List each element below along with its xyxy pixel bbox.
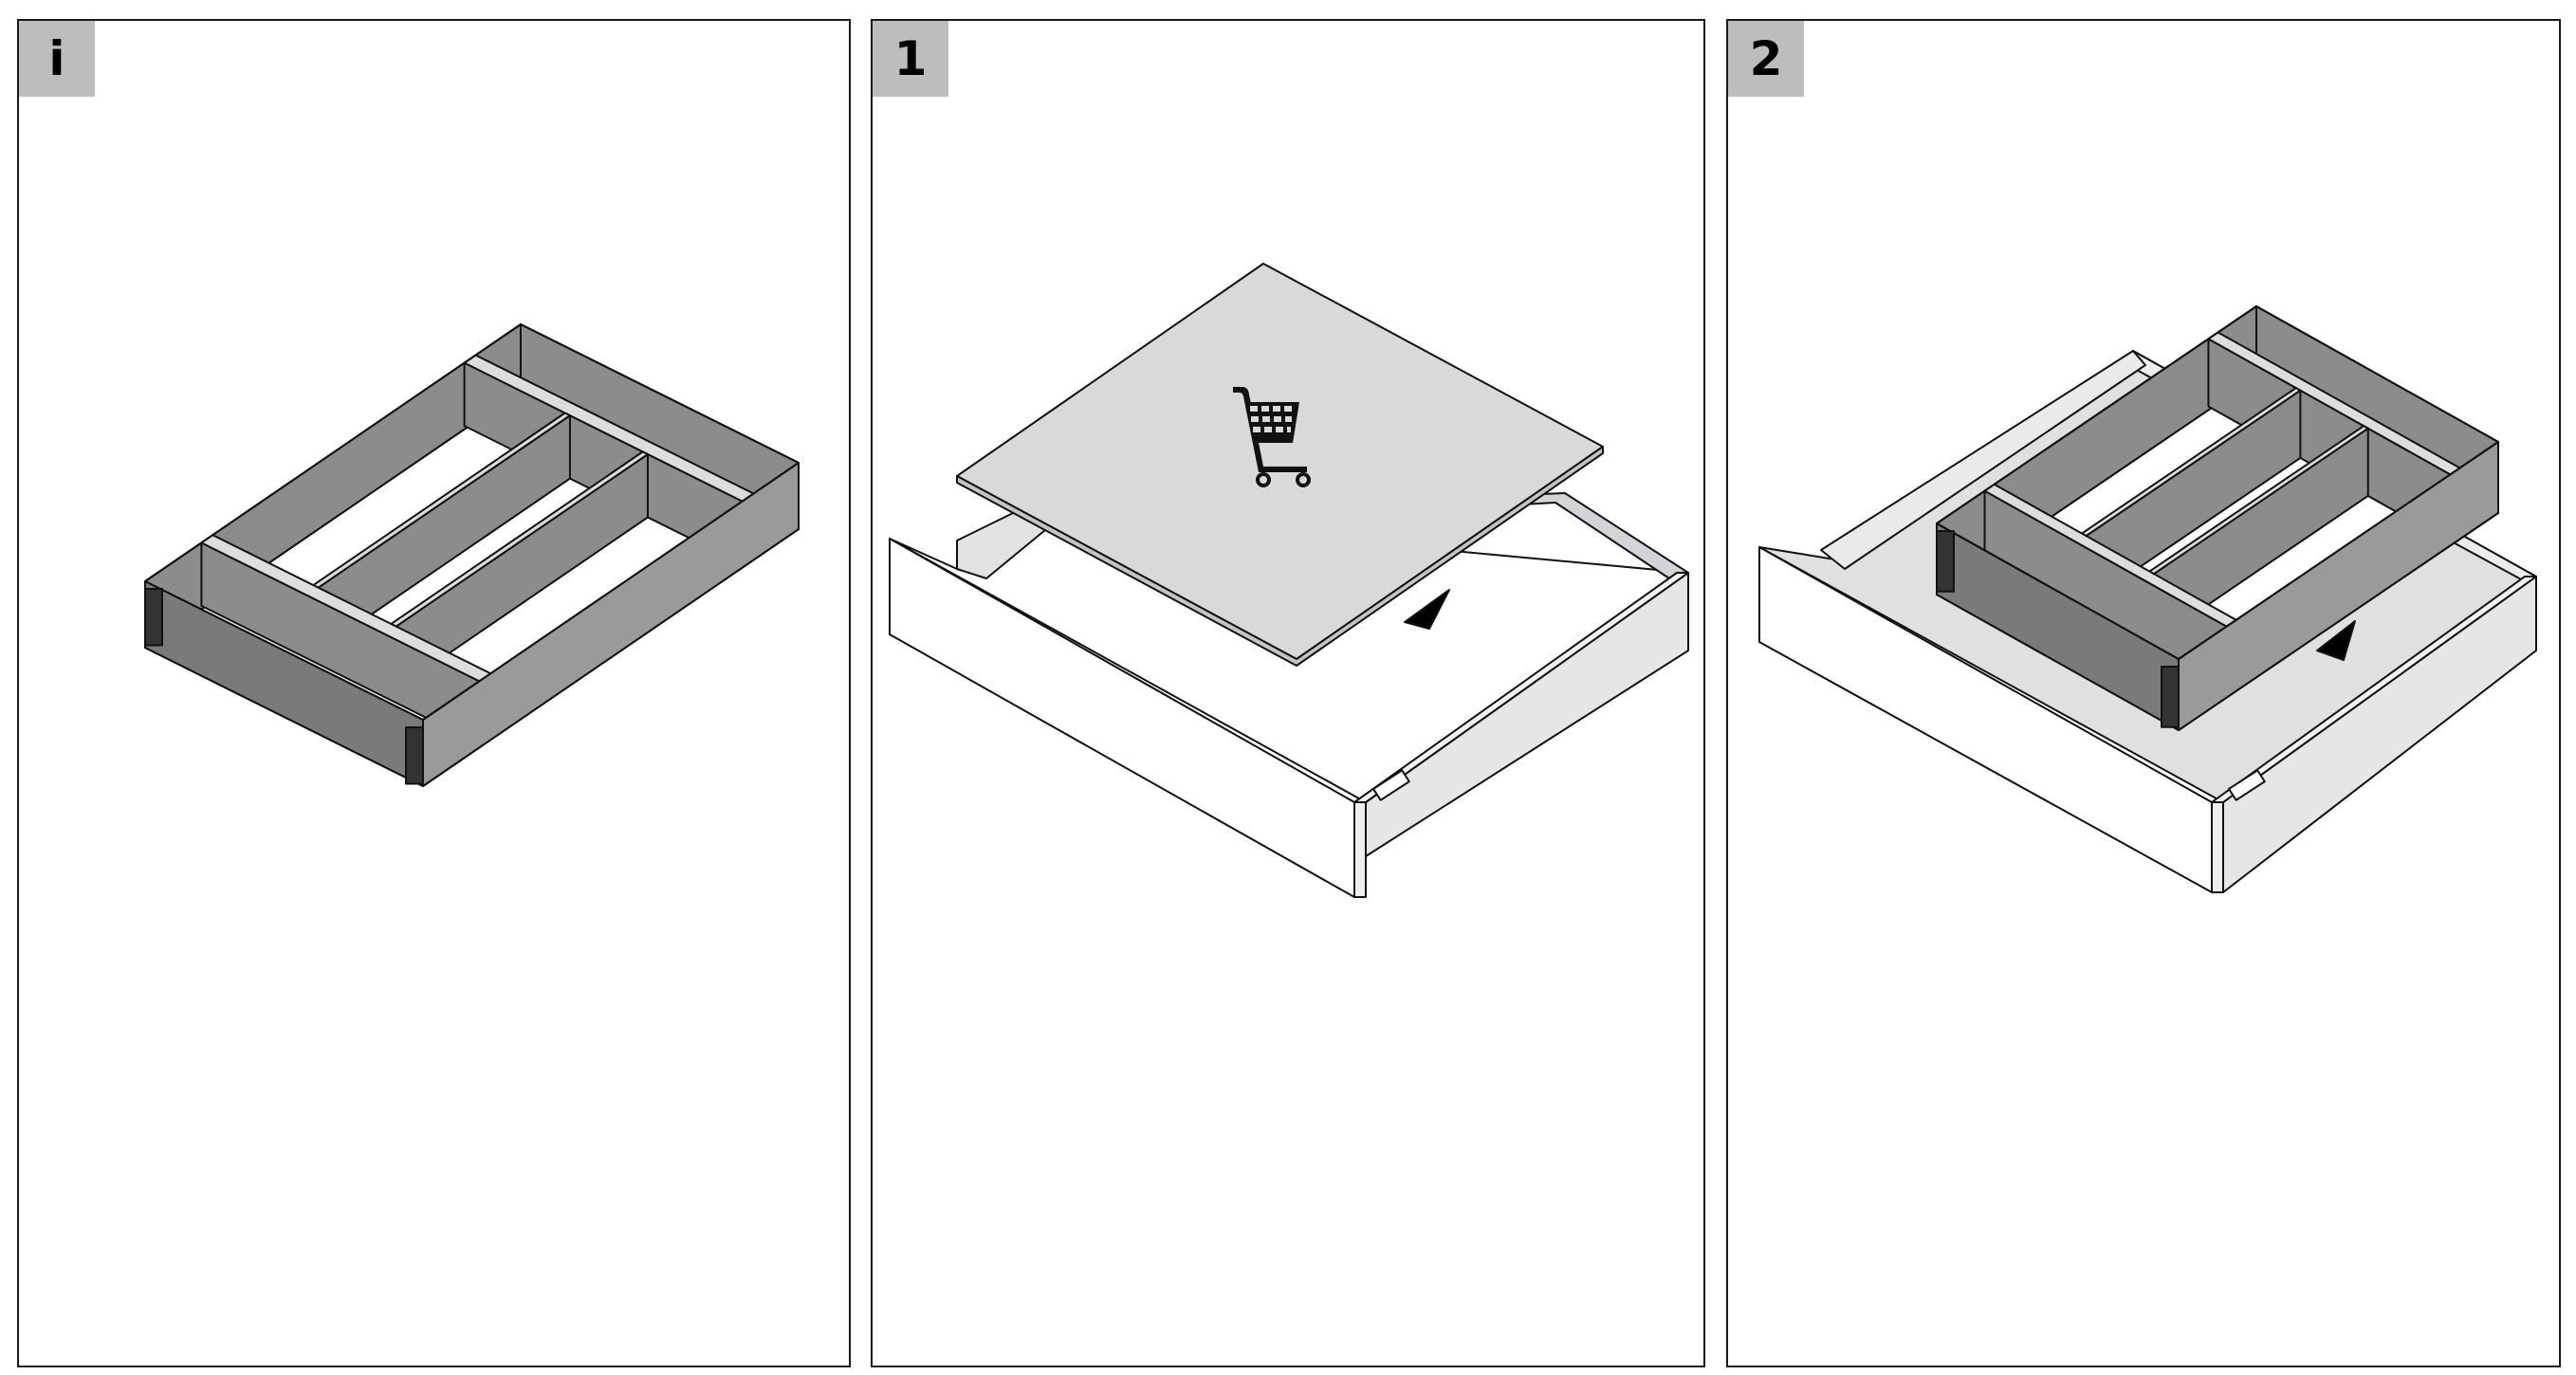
panel-step-1: 1 xyxy=(871,19,1705,1367)
panel-step-2: 2 xyxy=(1726,19,2561,1367)
step-label-1: 1 xyxy=(873,21,948,97)
panel-info: i xyxy=(17,19,851,1367)
step-label-info: i xyxy=(19,21,95,97)
step-label-2: 2 xyxy=(1728,21,1804,97)
